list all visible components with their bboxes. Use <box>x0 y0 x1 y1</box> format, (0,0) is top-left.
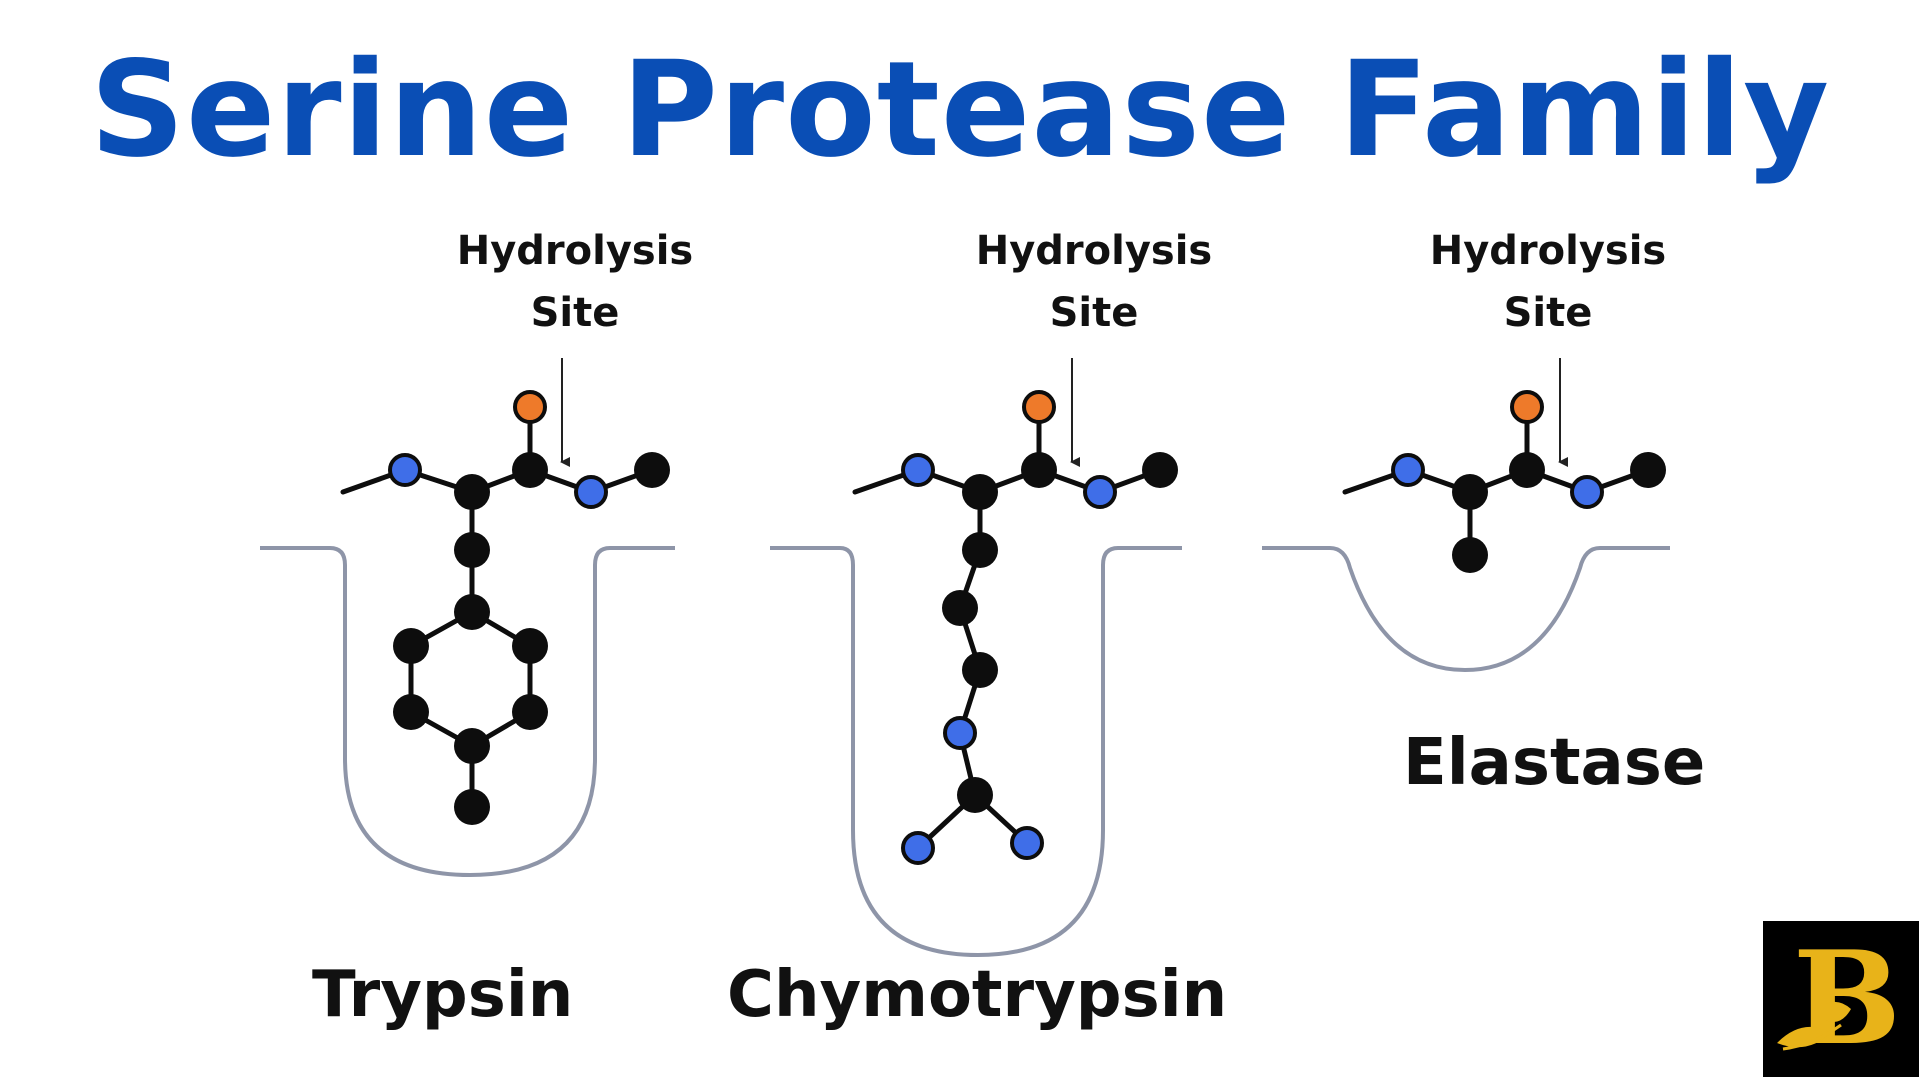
atom-carbon <box>512 628 548 664</box>
hydrolysis-label-line-1: Hydrolysis <box>456 228 694 274</box>
atom-carbon <box>962 532 998 568</box>
atom-carbon <box>1452 537 1488 573</box>
atom-nitrogen <box>1570 475 1604 509</box>
atom-oxygen <box>1022 390 1056 424</box>
atom-carbon <box>512 452 548 488</box>
chymotrypsin-hydrolysis-label: Hydrolysis Site <box>934 220 1254 344</box>
atom-carbon <box>1142 452 1178 488</box>
atom-carbon <box>962 474 998 510</box>
atom-carbon <box>962 652 998 688</box>
logo-letter: B <box>1793 924 1901 1074</box>
trypsin-structure <box>260 358 675 878</box>
enzyme-name-chymotrypsin: Chymotrypsin <box>727 958 1228 1032</box>
atom-carbon <box>393 628 429 664</box>
chymotrypsin-pocket <box>770 546 1182 958</box>
enzyme-name-trypsin: Trypsin <box>312 958 574 1032</box>
atom-carbon <box>454 532 490 568</box>
atom-carbon <box>634 452 670 488</box>
leaf-icon <box>1777 1001 1851 1051</box>
atom-carbon <box>1630 452 1666 488</box>
atom-nitrogen <box>388 453 422 487</box>
atom-nitrogen <box>1010 826 1044 860</box>
atoms <box>901 390 1178 865</box>
atom-nitrogen <box>1391 453 1425 487</box>
atom-carbon <box>1452 474 1488 510</box>
elastase-structure <box>1262 358 1670 673</box>
page-title: Serine Protease Family <box>89 33 1831 187</box>
enzyme-name-elastase: Elastase <box>1403 726 1706 800</box>
atom-oxygen <box>1510 390 1544 424</box>
atom-carbon <box>1021 452 1057 488</box>
atom-carbon <box>512 694 548 730</box>
atom-carbon <box>454 594 490 630</box>
chymotrypsin-structure <box>770 358 1182 958</box>
atom-nitrogen <box>1083 475 1117 509</box>
atom-carbon <box>454 789 490 825</box>
hydrolysis-label-line-2: Site <box>530 290 620 336</box>
atom-nitrogen <box>901 453 935 487</box>
hydrolysis-label-line-1: Hydrolysis <box>975 228 1213 274</box>
atom-carbon <box>454 728 490 764</box>
atom-carbon <box>393 694 429 730</box>
trypsin-pocket <box>260 546 675 878</box>
atom-carbon <box>942 590 978 626</box>
hydrolysis-label-line-2: Site <box>1049 290 1139 336</box>
brand-logo: B <box>1763 921 1919 1077</box>
atom-carbon <box>957 777 993 813</box>
hydrolysis-label-line-1: Hydrolysis <box>1429 228 1667 274</box>
atom-carbon <box>454 474 490 510</box>
atoms <box>1391 390 1666 573</box>
bonds <box>852 404 1163 851</box>
trypsin-hydrolysis-label: Hydrolysis Site <box>415 220 735 344</box>
atom-nitrogen <box>943 716 977 750</box>
atom-carbon <box>1509 452 1545 488</box>
atom-nitrogen <box>574 475 608 509</box>
atom-oxygen <box>513 390 547 424</box>
logo-mark: B <box>1777 924 1901 1074</box>
atoms <box>388 390 670 825</box>
elastase-hydrolysis-label: Hydrolysis Site <box>1388 220 1708 344</box>
atom-nitrogen <box>901 831 935 865</box>
bonds <box>1342 404 1651 558</box>
hydrolysis-label-line-2: Site <box>1503 290 1593 336</box>
elastase-pocket <box>1262 546 1670 673</box>
